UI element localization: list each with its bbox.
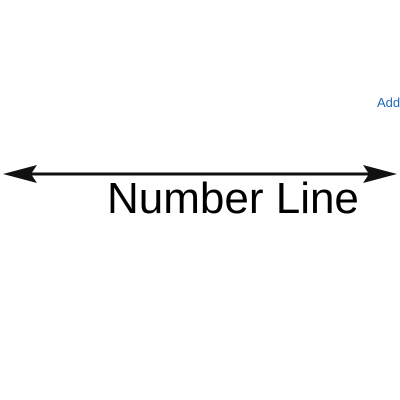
- right-arrowhead-icon: [363, 165, 397, 183]
- left-arrowhead-icon: [3, 165, 37, 183]
- add-link[interactable]: Add: [377, 95, 400, 110]
- number-line-icon: [3, 165, 397, 183]
- diagram-title: Number Line: [107, 174, 359, 223]
